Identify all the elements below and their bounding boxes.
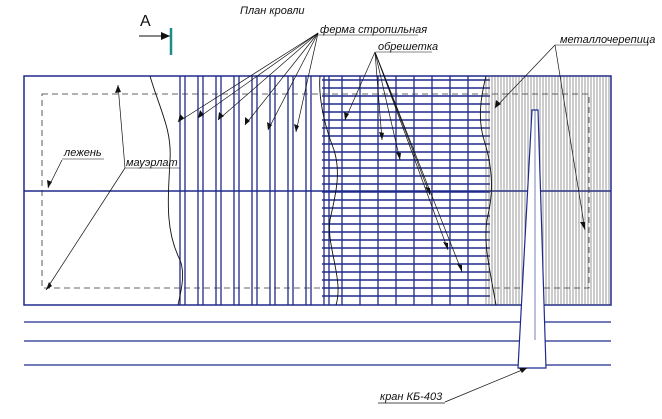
break-line-left bbox=[149, 75, 183, 306]
crane-leader bbox=[444, 367, 528, 403]
lathing-grid bbox=[322, 76, 490, 305]
arrowheads bbox=[46, 85, 585, 373]
label-metal-tile: металлочерепица bbox=[560, 34, 655, 46]
crane-boom bbox=[517, 109, 547, 369]
lathing-leaders bbox=[344, 51, 463, 273]
label-mauerlat: мауэрлат bbox=[126, 157, 178, 169]
section-mark: А bbox=[139, 13, 173, 55]
label-lathing: обрешетка bbox=[378, 41, 438, 53]
wall-outline-dashed bbox=[41, 93, 590, 289]
truss-leaders bbox=[177, 32, 319, 133]
crane-rails bbox=[24, 321, 611, 366]
break-line-right bbox=[479, 75, 497, 306]
section-mark-letter: А bbox=[140, 13, 151, 30]
metal-tile-leaders bbox=[494, 44, 586, 231]
label-crane: кран КБ-403 bbox=[380, 391, 443, 403]
mauerlat-leaders bbox=[45, 84, 126, 291]
break-line-middle bbox=[319, 75, 339, 306]
plan-title: План кровли bbox=[240, 5, 305, 17]
label-truss: ферма стропильная bbox=[320, 24, 427, 36]
label-lezhen: лежень bbox=[63, 147, 102, 159]
